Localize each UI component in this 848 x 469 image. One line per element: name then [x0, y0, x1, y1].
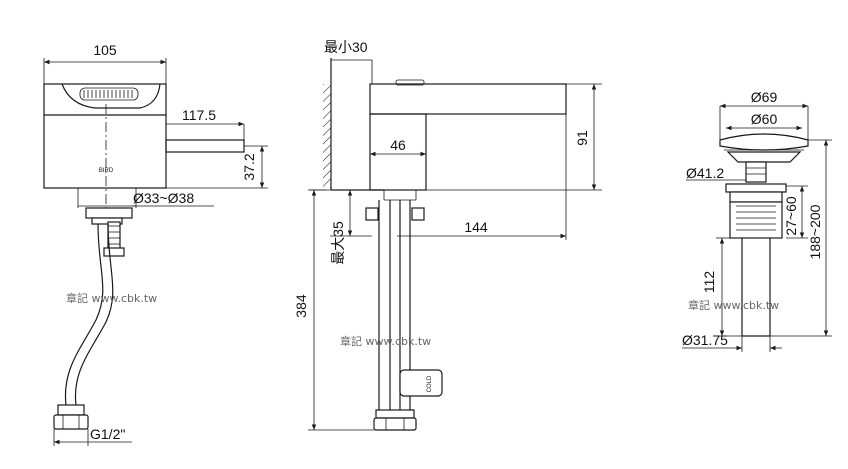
drain-outer-dia-label: Ø69	[751, 89, 778, 105]
side-view: 最小30 46 91 144 最大35 COLD	[293, 39, 602, 431]
faucet-body-front	[43, 83, 167, 189]
brand-mark: BIRD	[99, 168, 114, 174]
cold-label: COLD	[427, 375, 433, 392]
drain-range-label: 27~60	[783, 196, 799, 236]
spout-reach-label: 144	[464, 219, 488, 235]
spout-height-label: 91	[574, 130, 590, 146]
thread-size-label: G1/2"	[90, 426, 125, 442]
watermark-side: 章記 www.cbk.tw	[340, 334, 431, 348]
counter-max-label: 最大35	[330, 221, 346, 265]
handle-length-label: 117.5	[182, 107, 216, 123]
watermark-front: 章記 www.cbk.tw	[66, 291, 157, 305]
front-view: 105 BIRD 117.5 37.2 Ø33~Ø38	[43, 42, 268, 446]
spout-offset-label: 46	[390, 137, 406, 153]
counter-thickness-label: 最小30	[324, 39, 368, 55]
drain-view: Ø69 Ø60 Ø41.2 27~60	[682, 89, 832, 352]
front-width-label: 105	[93, 42, 117, 58]
handle-lever	[165, 139, 245, 153]
total-height-label: 384	[293, 294, 309, 318]
watermark-drain: 章記 www.cbk.tw	[688, 298, 779, 312]
faucet-body-side	[369, 83, 567, 115]
cold-tag	[399, 369, 443, 397]
drain-total-label: 188~200	[807, 204, 823, 259]
drain-tail-dia-label: Ø31.75	[682, 332, 728, 348]
drain-stem-dia-label: Ø41.2	[686, 165, 724, 181]
hole-diameter-label: Ø33~Ø38	[133, 190, 194, 206]
drain-cap-dia-label: Ø60	[751, 111, 778, 127]
drain-cap	[719, 133, 809, 151]
drain-length-label: 112	[701, 271, 717, 294]
handle-height-label: 37.2	[241, 153, 257, 180]
